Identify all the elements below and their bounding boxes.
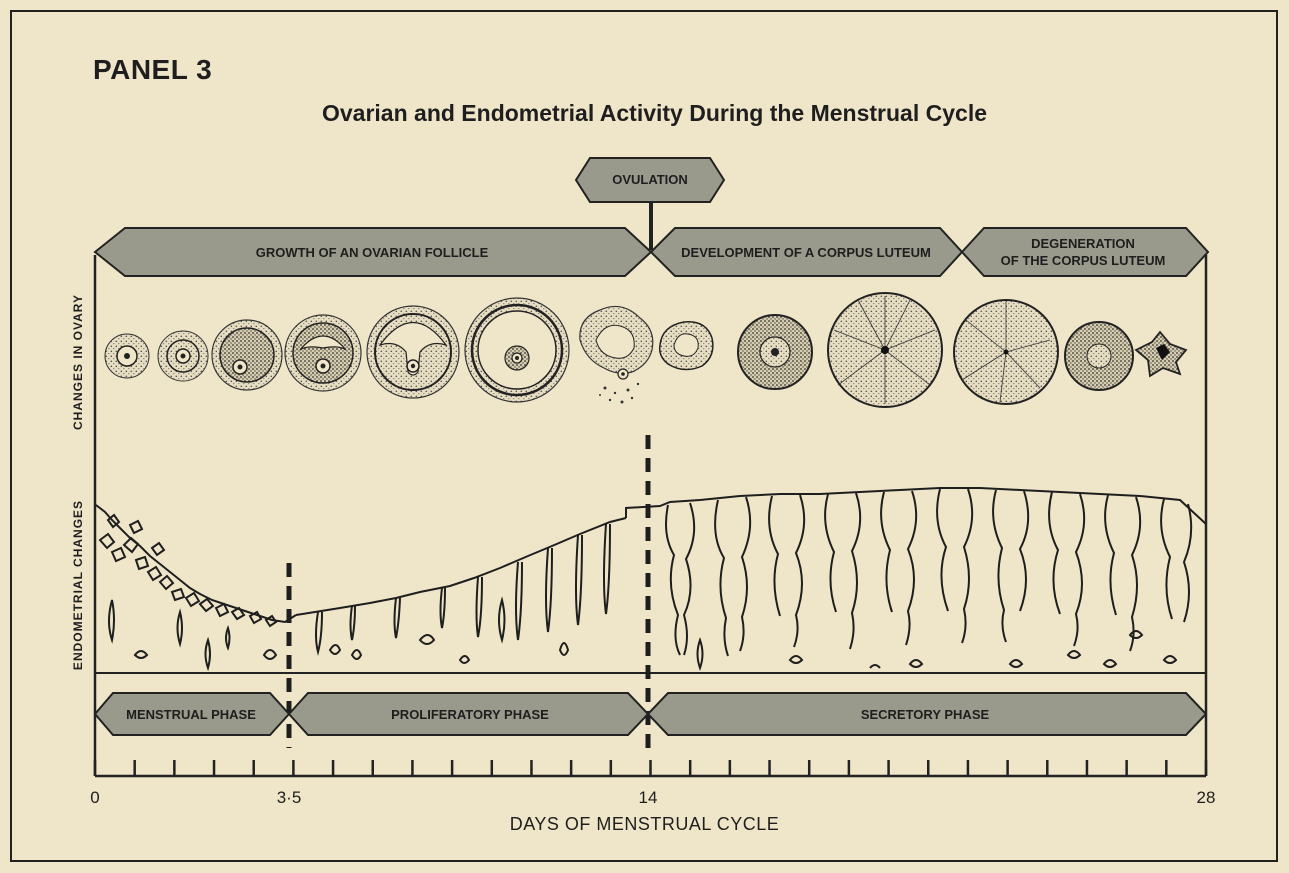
- row-label-endometrium: ENDOMETRIAL CHANGES: [71, 500, 85, 670]
- corpus-albicans: [1136, 332, 1186, 376]
- x-axis-ticks: [95, 760, 1206, 776]
- endometrium-shedding: [96, 505, 296, 622]
- follicle-stage-1: [105, 334, 149, 378]
- ovary-illustrations: [105, 293, 1186, 407]
- band-follicle-label: GROWTH OF AN OVARIAN FOLLICLE: [256, 245, 489, 260]
- corpus-luteum-developing: [738, 315, 812, 389]
- follicle-stage-4: [285, 315, 361, 391]
- follicle-stage-6: [465, 298, 569, 402]
- tick-label-0: 0: [90, 788, 99, 807]
- follicle-stage-3: [212, 320, 282, 390]
- ovulation-label: OVULATION: [612, 172, 688, 187]
- ruptured-follicle: [580, 306, 653, 403]
- band-corpus-luteum-label: DEVELOPMENT OF A CORPUS LUTEUM: [681, 245, 931, 260]
- row-label-ovary: CHANGES IN OVARY: [71, 294, 85, 430]
- corpus-luteum-mature: [828, 293, 942, 407]
- follicle-stage-5: [367, 306, 459, 398]
- tick-label-3-5: 3·5: [277, 788, 302, 807]
- band-secretory-label: SECRETORY PHASE: [861, 707, 990, 722]
- corpus-luteum-degenerating-2: [1065, 322, 1133, 390]
- tick-label-14: 14: [639, 788, 658, 807]
- x-axis-title: DAYS OF MENSTRUAL CYCLE: [0, 814, 1289, 835]
- endometrium-shedding-fragments: [100, 515, 276, 626]
- corpus-luteum-early: [660, 322, 713, 370]
- proliferative-glands: [316, 524, 610, 663]
- band-proliferatory-label: PROLIFERATORY PHASE: [391, 707, 549, 722]
- endometrium-illustration: [96, 488, 1206, 668]
- band-menstrual-label: MENSTRUAL PHASE: [126, 707, 256, 722]
- follicle-stage-2: [158, 331, 208, 381]
- band-degeneration-label-1: DEGENERATION: [1031, 236, 1135, 251]
- band-degeneration-label-2: OF THE CORPUS LUTEUM: [1001, 253, 1166, 268]
- secretory-glands: [666, 489, 1191, 668]
- tick-label-28: 28: [1197, 788, 1216, 807]
- corpus-luteum-degenerating-1: [954, 300, 1058, 404]
